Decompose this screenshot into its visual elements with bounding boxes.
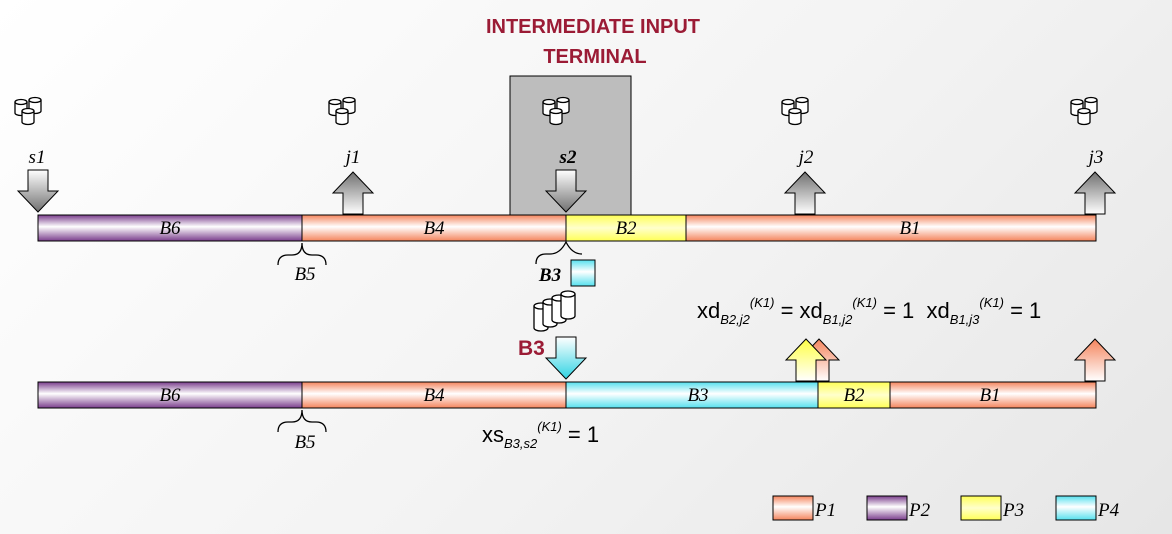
top-batch-b2 <box>565 214 687 242</box>
eq3-base: xd <box>927 298 950 323</box>
delivery-arrow-b1-j3 <box>1073 338 1117 382</box>
top-label-b2: B2 <box>615 218 637 239</box>
eq3-rel: = 1 <box>1004 298 1041 323</box>
eq-bottom-sup: (K1) <box>537 419 562 434</box>
bottom-label-b2: B2 <box>843 385 865 406</box>
bottom-pipeline <box>37 381 1097 409</box>
eq2-base: xd <box>800 298 823 323</box>
bottom-brace-b5 <box>277 409 327 433</box>
top-batch-b4 <box>301 214 567 242</box>
bottom-batch-b1 <box>889 381 1097 409</box>
tank-icon-s1 <box>14 96 42 126</box>
node-label-j2: j2 <box>796 147 814 168</box>
bottom-label-b3: B3 <box>687 385 708 406</box>
delivery-arrow-j2 <box>783 171 827 215</box>
legend-label-p1: P1 <box>814 500 836 521</box>
bottom-batch-b4 <box>301 381 567 409</box>
b3-small-block <box>570 259 596 287</box>
tank-icon-j3 <box>1070 96 1098 126</box>
delivery-arrow-b2-j2 <box>784 338 828 382</box>
tank-icon-j2 <box>781 96 809 126</box>
top-batch-b6 <box>37 214 303 242</box>
node-label-s2: s2 <box>559 147 577 168</box>
bottom-label-b1: B1 <box>979 385 1000 406</box>
bottom-label-b6: B6 <box>159 385 181 406</box>
node-label-s1: s1 <box>29 147 46 168</box>
eq-bottom-rel: = 1 <box>562 422 599 447</box>
top-label-b1: B1 <box>899 218 920 239</box>
node-label-j3: j3 <box>1086 147 1104 168</box>
terminal-title-line2: TERMINAL <box>543 46 646 68</box>
tank-icon-j1 <box>328 96 356 126</box>
eq2-rel: = 1 <box>877 298 927 323</box>
legend-swatch-p4 <box>1055 495 1097 521</box>
top-pipeline <box>37 214 1097 242</box>
injection-label-b3: B3 <box>518 337 545 360</box>
legend-label-p4: P4 <box>1097 500 1120 521</box>
legend-swatch-p2 <box>866 495 908 521</box>
delivery-arrow-j3 <box>1073 171 1117 215</box>
top-brace-b5 <box>277 242 327 266</box>
bottom-batch-b6 <box>37 381 303 409</box>
node-label-j1: j1 <box>343 147 361 168</box>
legend-label-p3: P3 <box>1002 500 1024 521</box>
eq2-sup: (K1) <box>852 295 877 310</box>
top-batch-b1 <box>685 214 1097 242</box>
top-brace-b3 <box>535 240 583 265</box>
top-label-b5: B5 <box>294 264 315 285</box>
svg-text:xdB2,j2(K1) = xdB1,j2(K1) = 1: xdB2,j2(K1) = xdB1,j2(K1) = 1 xdB1,j3(K1… <box>697 295 1041 327</box>
injection-arrow-s1 <box>16 169 60 213</box>
legend-swatch-p3 <box>960 495 1002 521</box>
bottom-batch-b2 <box>817 381 891 409</box>
eq3-sup: (K1) <box>979 295 1004 310</box>
bottom-label-b5: B5 <box>294 432 315 453</box>
top-label-b4: B4 <box>423 218 445 239</box>
eq-bottom-base: xs <box>482 422 504 447</box>
legend-swatch-p1 <box>772 495 814 521</box>
eq1-sub: B2,j2 <box>720 312 750 327</box>
eq3-sub: B1,j3 <box>950 312 980 327</box>
injection-arrow-s2 <box>544 169 588 213</box>
delivery-arrow-j1 <box>331 171 375 215</box>
eq1-sup: (K1) <box>750 295 775 310</box>
tank-icon-b3-source <box>533 290 576 332</box>
legend-label-p2: P2 <box>908 500 931 521</box>
eq2-sub: B1,j2 <box>823 312 853 327</box>
bottom-equation: xsB3,s2 (K1) = 1 <box>482 419 599 451</box>
legend: P1 P2 P3 P4 <box>772 495 1120 521</box>
bottom-label-b4: B4 <box>423 385 445 406</box>
eq1-rel: = <box>774 298 799 323</box>
top-equations: xdB2,j2(K1) = xdB1,j2(K1) = 1 xdB1,j3(K1… <box>697 295 1041 327</box>
eq1-base: xd <box>697 298 720 323</box>
top-label-b3: B3 <box>538 265 561 286</box>
eq-bottom-sub: B3,s2 <box>504 436 538 451</box>
terminal-title-line1: INTERMEDIATE INPUT <box>486 16 700 38</box>
bottom-batch-b3 <box>565 381 819 409</box>
injection-arrow-b3 <box>544 336 588 380</box>
top-label-b6: B6 <box>159 218 181 239</box>
